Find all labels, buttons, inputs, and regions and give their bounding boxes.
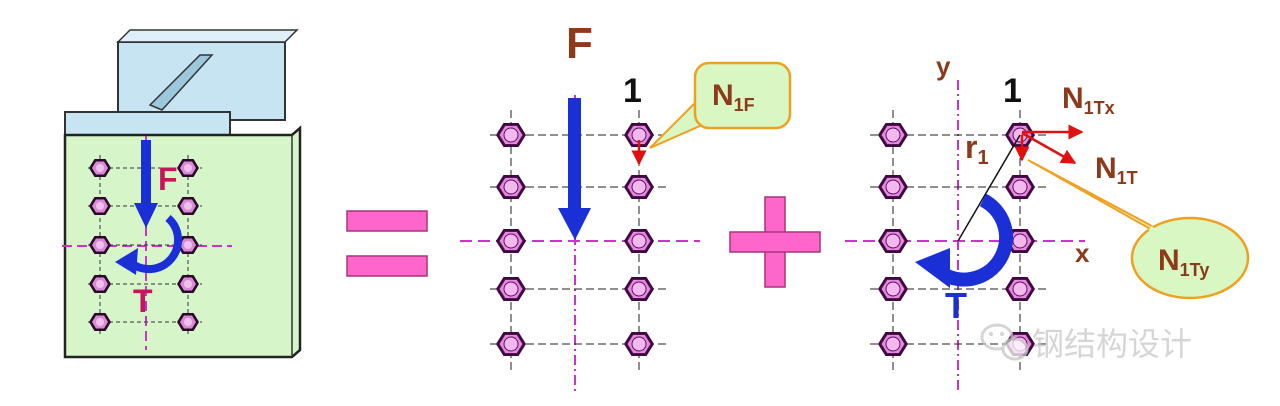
plus-sign (729, 196, 821, 288)
radius-label: r1 (965, 129, 989, 169)
assembly-torque-label: T (133, 283, 153, 319)
torque-arrow (915, 193, 1014, 288)
connection-assembly: F T (62, 29, 302, 359)
n1t-label: N1T (1095, 152, 1138, 188)
shear-force-diagram: F 1 N1F (460, 19, 792, 395)
assembly-force-arrow (134, 140, 158, 228)
axis-x-label: x (1075, 238, 1090, 268)
n1ty-callout: N1Ty (1027, 159, 1250, 300)
axis-y-label: y (936, 51, 951, 81)
radius-line (957, 134, 1021, 242)
middle-force-label: F (566, 19, 593, 68)
middle-bolt-number: 1 (623, 72, 642, 110)
wechat-icon (980, 323, 1029, 361)
right-bolt-number: 1 (1003, 72, 1022, 110)
n1f-callout: N1F (649, 61, 792, 149)
watermark: 钢结构设计 (980, 323, 1192, 363)
assembly-torque-arrow (115, 214, 183, 275)
n1t-arrow (1021, 131, 1077, 165)
n1tx-label: N1Tx (1062, 82, 1115, 118)
svg-text:N1F: N1F (712, 79, 755, 115)
assembly-force-label: F (158, 161, 178, 197)
equals-sign (346, 210, 428, 277)
svg-text:N1Ty: N1Ty (1158, 244, 1209, 280)
watermark-text: 钢结构设计 (1032, 325, 1192, 363)
middle-force-arrow (558, 98, 591, 240)
torque-diagram: y x 1 r1 T N1Tx N1T N1Ty (845, 51, 1250, 390)
torque-label: T (945, 285, 967, 326)
